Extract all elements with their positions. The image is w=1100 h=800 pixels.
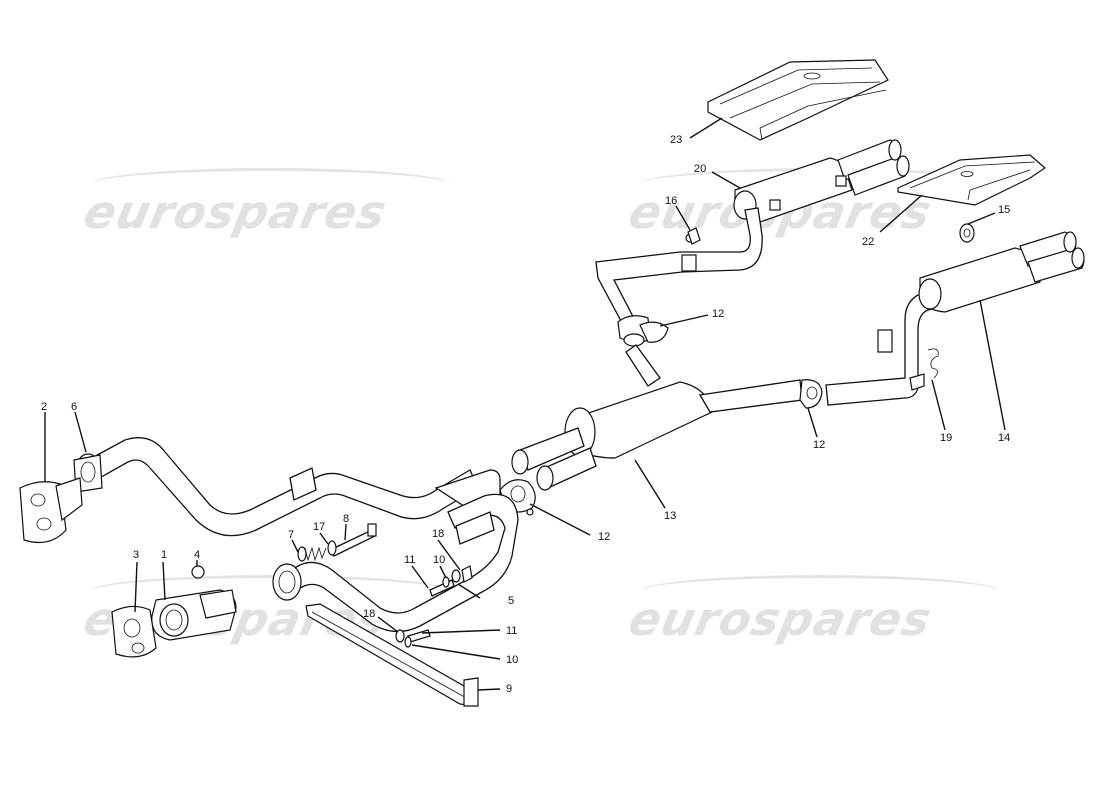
bolt-set-11-10-18-upper bbox=[429, 565, 473, 597]
bolt-8 bbox=[329, 523, 377, 557]
center-resonator-13 bbox=[511, 379, 803, 491]
callout-3: 3 bbox=[133, 549, 139, 561]
callout-12-upper: 12 bbox=[712, 308, 724, 320]
pipe-left-branch bbox=[595, 207, 763, 387]
leader-lines bbox=[44, 117, 1006, 691]
gasket-flange-2 bbox=[19, 477, 83, 543]
callout-11-lower: 11 bbox=[506, 625, 517, 637]
callout-10-lower: 10 bbox=[506, 654, 518, 666]
callout-5: 5 bbox=[508, 595, 514, 607]
callout-11-upper: 11 bbox=[404, 554, 415, 566]
callout-12-lower: 12 bbox=[598, 531, 610, 543]
callout-23: 23 bbox=[670, 134, 682, 146]
callout-22: 22 bbox=[862, 236, 874, 248]
front-pipe-5 bbox=[272, 493, 519, 633]
front-pipe-6 bbox=[73, 437, 501, 537]
callout-16: 16 bbox=[665, 195, 677, 207]
callout-18-lower: 18 bbox=[363, 608, 375, 620]
callout-labels: 1 2 3 4 5 6 7 8 9 10 10 11 11 12 12 12 1… bbox=[41, 134, 1010, 695]
spring-7 bbox=[297, 546, 327, 562]
callout-8: 8 bbox=[343, 513, 349, 525]
heat-shield-22 bbox=[897, 154, 1046, 206]
callout-2: 2 bbox=[41, 401, 47, 413]
watermark-swoosh bbox=[90, 168, 450, 201]
clamp-12-upper bbox=[639, 321, 669, 343]
callout-14: 14 bbox=[998, 432, 1010, 444]
rear-muffler-14 bbox=[918, 231, 1085, 313]
watermark-swoosh bbox=[640, 575, 1000, 608]
callout-18-upper: 18 bbox=[432, 528, 444, 540]
watermark-swoosh bbox=[90, 575, 450, 608]
clip-16 bbox=[687, 227, 701, 245]
gasket-3 bbox=[111, 605, 157, 658]
pipe-right-branch bbox=[825, 289, 945, 406]
callout-6: 6 bbox=[71, 401, 77, 413]
callout-10-upper: 10 bbox=[433, 554, 445, 566]
clamp-12-right bbox=[799, 379, 823, 409]
rear-muffler-20 bbox=[733, 139, 910, 223]
nut-4 bbox=[191, 565, 205, 579]
callout-9: 9 bbox=[506, 683, 512, 695]
callout-1: 1 bbox=[161, 549, 167, 561]
callout-15: 15 bbox=[998, 204, 1010, 216]
callout-7: 7 bbox=[288, 529, 294, 541]
callout-12-right: 12 bbox=[813, 439, 825, 451]
callout-13: 13 bbox=[664, 510, 676, 522]
washer-17 bbox=[327, 540, 337, 556]
rubber-mount-15 bbox=[959, 223, 975, 243]
heat-shield-23 bbox=[707, 59, 889, 141]
callout-4: 4 bbox=[194, 549, 200, 561]
callout-17: 17 bbox=[313, 521, 325, 533]
bracket-9 bbox=[305, 603, 479, 707]
callout-20: 20 bbox=[694, 163, 706, 175]
hanger-19 bbox=[927, 348, 939, 379]
callout-19: 19 bbox=[940, 432, 952, 444]
manifold-flange-1 bbox=[151, 589, 237, 641]
